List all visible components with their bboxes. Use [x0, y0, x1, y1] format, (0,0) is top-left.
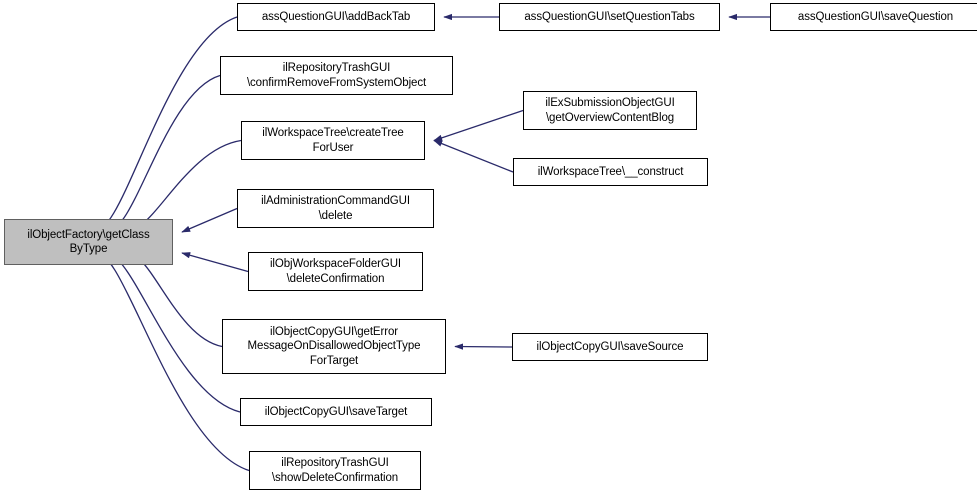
graph-node-label: assQuestionGUI\saveQuestion: [797, 10, 954, 23]
graph-node-setQuestionTabs[interactable]: assQuestionGUI\setQuestionTabs: [499, 3, 720, 31]
graph-node-label: ilWorkspaceTree\createTree ForUser: [262, 127, 404, 154]
graph-edge-createTreeForUser-to-getClassByType: [120, 139, 242, 235]
graph-node-label: ilAdministrationCommandGUI \delete: [261, 195, 410, 222]
graph-node-label: assQuestionGUI\addBackTab: [261, 10, 411, 23]
graph-edge-getErrorMessage-to-getClassByType: [121, 249, 223, 348]
graph-node-label: ilWorkspaceTree\__construct: [537, 165, 684, 178]
graph-node-deleteConfirmation[interactable]: ilObjWorkspaceFolderGUI \deleteConfirmat…: [248, 252, 423, 291]
graph-node-label: assQuestionGUI\setQuestionTabs: [524, 10, 695, 23]
graph-node-saveSource[interactable]: ilObjectCopyGUI\saveSource: [512, 333, 708, 361]
graph-edge-deleteConfirmation-to-getClassByType: [181, 252, 249, 273]
graph-node-addBackTab[interactable]: assQuestionGUI\addBackTab: [237, 3, 435, 31]
graph-node-workspaceTreeConstruct[interactable]: ilWorkspaceTree\__construct: [513, 158, 708, 186]
graph-node-createTreeForUser[interactable]: ilWorkspaceTree\createTree ForUser: [241, 121, 425, 160]
graph-edge-saveTarget-to-getClassByType: [103, 249, 241, 413]
graph-node-showDeleteConfirmation[interactable]: ilRepositoryTrashGUI \showDeleteConfirma…: [249, 451, 421, 490]
graph-node-label: ilObjectCopyGUI\saveSource: [536, 340, 684, 353]
graph-node-confirmRemoveFromSystemObject[interactable]: ilRepositoryTrashGUI \confirmRemoveFromS…: [220, 56, 453, 95]
graph-edge-workspaceTreeConstruct-to-createTreeForUser: [433, 139, 514, 173]
graph-edge-administrationDelete-to-getClassByType: [181, 207, 238, 233]
graph-edge-confirmRemoveFromSystemObject-to-getClassByType: [104, 74, 221, 235]
graph-node-label: ilObjWorkspaceFolderGUI \deleteConfirmat…: [269, 258, 402, 285]
graph-node-saveTarget[interactable]: ilObjectCopyGUI\saveTarget: [240, 398, 432, 426]
graph-edge-saveSource-to-getErrorMessage: [454, 343, 513, 350]
graph-node-saveQuestion[interactable]: assQuestionGUI\saveQuestion: [770, 3, 977, 31]
graph-node-getClassByType: ilObjectFactory\getClass ByType: [4, 219, 173, 265]
graph-edge-getOverviewContentBlog-to-createTreeForUser: [433, 109, 524, 142]
graph-node-label: ilObjectFactory\getClass ByType: [27, 228, 150, 255]
graph-node-getErrorMessage[interactable]: ilObjectCopyGUI\getError MessageOnDisall…: [222, 319, 446, 374]
graph-edge-addBackTab-to-getClassByType: [93, 16, 238, 235]
graph-node-administrationDelete[interactable]: ilAdministrationCommandGUI \delete: [237, 189, 434, 228]
graph-node-label: ilObjectCopyGUI\getError MessageOnDisall…: [247, 326, 421, 367]
graph-node-label: ilRepositoryTrashGUI \confirmRemoveFromS…: [246, 62, 427, 89]
graph-node-getOverviewContentBlog[interactable]: ilExSubmissionObjectGUI \getOverviewCont…: [523, 91, 697, 130]
graph-node-label: ilRepositoryTrashGUI \showDeleteConfirma…: [271, 457, 399, 484]
graph-node-label: ilObjectCopyGUI\saveTarget: [264, 405, 408, 418]
graph-node-label: ilExSubmissionObjectGUI \getOverviewCont…: [545, 97, 675, 124]
